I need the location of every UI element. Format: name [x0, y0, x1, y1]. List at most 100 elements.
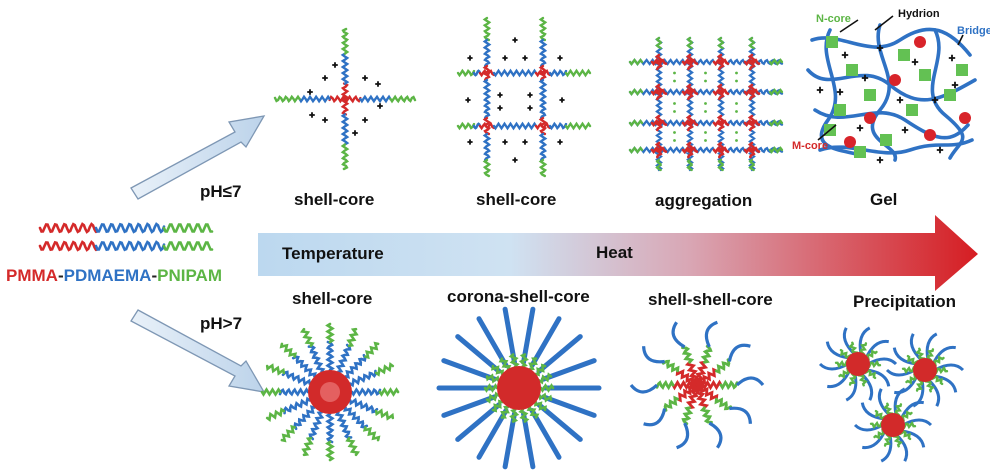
pnipam-bead — [704, 79, 707, 83]
m-core-sphere — [959, 112, 971, 124]
pnipam-segment — [509, 408, 520, 423]
pmma-segment — [692, 383, 710, 410]
polymer-chains — [38, 222, 214, 252]
pnipam-segment — [663, 395, 679, 412]
bottom-corona-shell-core — [436, 306, 602, 470]
pnipam-segment — [748, 36, 756, 50]
pmma-segment — [654, 53, 664, 71]
pnipam-segment — [686, 36, 694, 50]
pmma-segment — [654, 83, 664, 101]
pmma-label: PMMA — [6, 266, 58, 285]
pdmaema-segment — [335, 343, 352, 373]
m-core-sphere — [864, 112, 876, 124]
hydrion-mark — [841, 51, 849, 59]
pmma-segment — [747, 83, 757, 101]
pnipam-segment — [483, 383, 499, 393]
pnipam-segment — [892, 433, 903, 448]
pnipam-bead — [735, 102, 738, 105]
pdmaema-loop — [671, 321, 686, 349]
pnipam-segment — [265, 363, 286, 376]
pnipam-bead — [735, 131, 738, 134]
pmma-segment — [654, 141, 664, 159]
pmma-core — [881, 413, 905, 437]
pnipam-segment — [681, 406, 694, 426]
pointer-line — [839, 19, 859, 33]
pnipam-label: PNIPAM — [157, 266, 222, 285]
pnipam-bead — [673, 102, 676, 105]
cation-mark — [467, 139, 473, 145]
pdmaema-segment — [298, 94, 331, 104]
pnipam-segment — [456, 68, 476, 78]
pnipam-segment — [838, 367, 852, 379]
pnipam-segment — [866, 359, 882, 369]
pdmaema-segment — [482, 38, 492, 68]
dash-label: - — [57, 266, 64, 285]
pdmaema-loop — [642, 346, 665, 364]
pnipam-bead — [673, 139, 676, 142]
hydrion-mark — [901, 126, 909, 134]
pnipam-segment — [768, 146, 784, 154]
cation-mark — [522, 55, 528, 61]
pmma-segment — [534, 121, 552, 131]
m-core-sphere — [924, 129, 936, 141]
pnipam-segment — [279, 342, 298, 358]
pmma-block — [38, 222, 98, 234]
pnipam-segment — [915, 347, 926, 362]
pmma-core — [913, 358, 937, 382]
pnipam-segment — [362, 426, 381, 442]
pdmaema-segment — [307, 345, 326, 373]
pdmaema-segment — [538, 132, 548, 162]
pdmaema-segment — [350, 387, 382, 397]
hydrion-mark — [911, 58, 919, 66]
pdmaema-segment — [538, 38, 548, 68]
pnipam-segment — [528, 357, 538, 371]
pnipam-bead — [735, 139, 738, 142]
pmma-segment — [478, 68, 496, 78]
cation-mark — [497, 92, 503, 98]
pdmaema-segment — [325, 412, 335, 444]
pnipam-segment — [883, 433, 892, 447]
cation-mark — [375, 81, 381, 87]
pdmaema-segment — [344, 353, 367, 379]
pointer-line — [874, 15, 894, 31]
pnipam-segment — [485, 391, 500, 404]
n-core-square — [834, 104, 846, 116]
hydrion-mark — [816, 86, 824, 94]
pnipam-bead — [673, 79, 676, 83]
pdmaema-segment — [291, 355, 317, 378]
top-label-3: aggregation — [655, 191, 753, 210]
bottom-label-1: shell-core — [292, 289, 373, 308]
pnipam-segment — [857, 372, 868, 387]
pnipam-segment — [717, 36, 725, 50]
heat-label: Heat — [596, 243, 633, 262]
pdmaema-block — [94, 240, 166, 252]
hydrion-mark — [876, 44, 884, 52]
pdmaema-segment — [340, 113, 350, 146]
ph-acidic-label: pH≤7 — [200, 182, 242, 201]
pmma-core — [497, 366, 541, 410]
pnipam-segment — [374, 408, 395, 421]
pnipam-segment — [848, 372, 857, 386]
pnipam-segment — [839, 348, 852, 360]
pnipam-segment — [538, 158, 548, 178]
cation-mark — [557, 55, 563, 61]
pnipam-segment — [534, 363, 547, 377]
n-core-square — [919, 69, 931, 81]
pdmaema-loop — [643, 408, 667, 427]
bridge-chain — [819, 28, 862, 157]
pnipam-segment — [926, 348, 935, 362]
pmma-segment — [684, 360, 702, 387]
pdmaema-segment — [278, 387, 310, 397]
pnipam-segment — [498, 357, 512, 371]
pdmaema-block — [94, 222, 166, 234]
pdmaema-segment — [472, 122, 482, 130]
pnipam-bead — [673, 71, 676, 75]
pnipam-segment — [378, 387, 400, 397]
top-label-1: shell-core — [294, 190, 375, 209]
cation-mark — [352, 130, 358, 136]
pdmaema-loop — [708, 421, 723, 449]
cation-mark — [512, 37, 518, 43]
pnipam-segment — [628, 146, 644, 154]
pmma-segment — [654, 114, 664, 132]
